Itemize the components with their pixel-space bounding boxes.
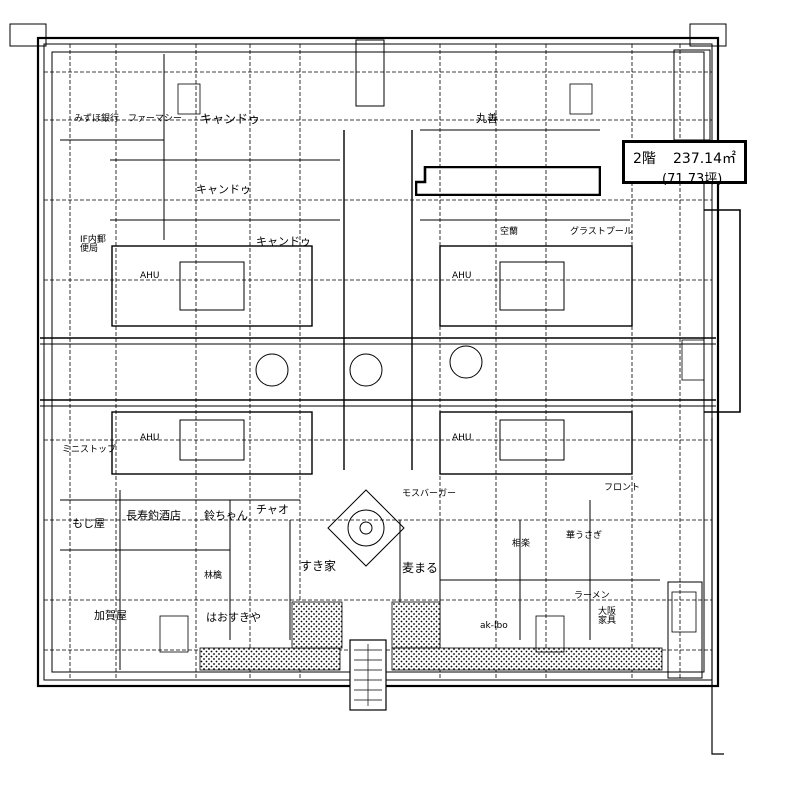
label-mugimaru: 麦まる	[402, 561, 439, 575]
label-mizuho: みずほ銀行	[74, 114, 120, 124]
label-ringo: 林檎	[204, 571, 223, 581]
label-hanasaki: 華うさぎ	[566, 531, 603, 541]
label-pharmacy: ファーマシー	[128, 114, 183, 124]
label-maruzen: 丸善	[476, 112, 498, 125]
label-ahu-se: AHU	[452, 433, 472, 443]
area-callout: 2階 237.14㎡ (71.73坪)	[622, 140, 747, 187]
label-sukiya: すき家	[300, 559, 337, 573]
highlighted-leasing-space	[415, 166, 601, 196]
label-ahu-nw: AHU	[140, 271, 160, 281]
label-ahu-ne: AHU	[452, 271, 472, 281]
label-oosuya: はおすきや	[206, 611, 261, 624]
label-nagasaki: 長寿釣酒店	[126, 509, 181, 522]
label-ramen: ラーメン	[574, 591, 610, 601]
label-akiba: ak-lbo	[480, 621, 508, 631]
label-ahu-sw: AHU	[140, 433, 160, 443]
label-sapporo: 空蘭	[500, 227, 519, 237]
label-bunchan: 鈴ちゃん	[204, 509, 248, 522]
label-candou-2: キャンドゥ	[196, 183, 251, 196]
label-kagaya: 加賀屋	[94, 609, 127, 622]
label-mogi: もじ屋	[72, 517, 105, 530]
label-osaka: 大阪家具	[598, 607, 617, 626]
label-mos: モスバーガー	[402, 489, 457, 499]
label-ministop: ミニストップ	[62, 445, 117, 455]
label-grass-pool: グラストプール	[570, 227, 633, 237]
label-candou-1: キャンドゥ	[200, 112, 261, 126]
label-candou-3: キャンドゥ	[256, 235, 311, 248]
floor-label: 2階	[633, 151, 656, 167]
area-tsubo: (71.73坪)	[662, 172, 723, 187]
label-front: フロント	[604, 483, 641, 493]
label-post: IF内郵便局	[80, 235, 106, 254]
area-m2: 237.14㎡	[673, 151, 736, 167]
label-aiso: 相楽	[512, 539, 531, 549]
label-chao: チャオ	[256, 503, 289, 516]
